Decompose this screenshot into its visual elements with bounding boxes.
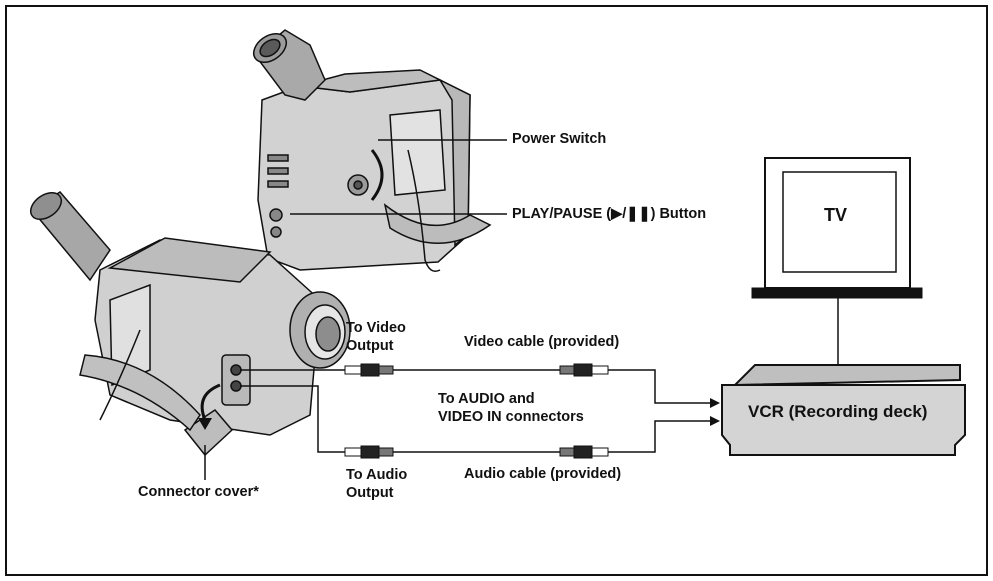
to-audio-video-in-label-line1: To AUDIO and (438, 391, 535, 408)
video-plug-right (560, 364, 608, 376)
to-audio-output-label-line2: Output (346, 485, 394, 502)
to-audio-video-in-label-line2: VIDEO IN connectors (438, 409, 584, 426)
to-video-output-label-line1: To Video (346, 320, 406, 337)
audio-plug-right (560, 446, 608, 458)
audio-cable-label: Audio cable (provided) (464, 466, 621, 483)
power-switch-label: Power Switch (512, 131, 606, 148)
to-video-output-label-line2: Output (346, 338, 394, 355)
audio-plug-left (345, 446, 393, 458)
to-audio-output-label-line1: To Audio (346, 467, 407, 484)
connector-cover-label: Connector cover* (138, 484, 259, 501)
video-cable-label: Video cable (provided) (464, 334, 619, 351)
vcr-label: VCR (Recording deck) (748, 403, 927, 420)
tv (752, 158, 922, 298)
tv-base (752, 288, 922, 298)
tv-label: TV (824, 207, 847, 224)
video-plug-left (345, 364, 393, 376)
play-pause-button-label: PLAY/PAUSE (▶/❚❚) Button (512, 206, 706, 223)
